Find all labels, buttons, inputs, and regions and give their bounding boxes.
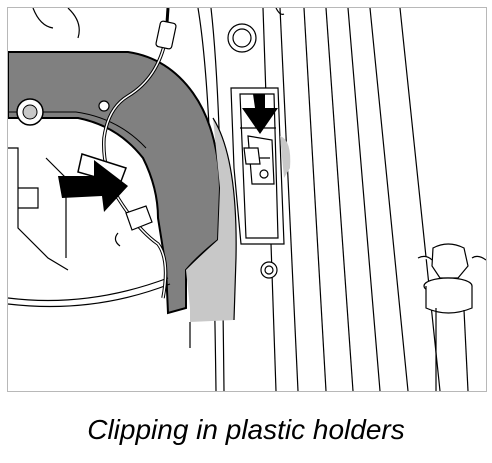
right-arrow (242, 94, 278, 134)
line-drawing (8, 8, 486, 391)
air-duct-panel (8, 51, 237, 348)
bolt-assembly (417, 243, 486, 391)
upper-details (32, 8, 285, 53)
figure-caption: Clipping in plastic holders (87, 414, 405, 445)
illustration-frame (7, 7, 487, 392)
lower-tray (8, 147, 171, 308)
left-arrow (58, 160, 128, 212)
plastic-holder (230, 87, 291, 279)
